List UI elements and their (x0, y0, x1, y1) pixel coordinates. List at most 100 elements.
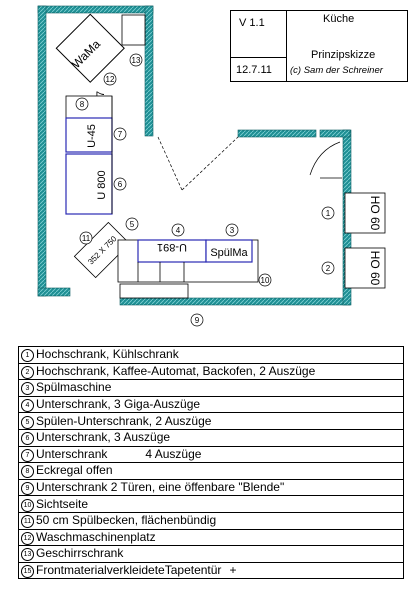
ho60-upper-label: HO 60 (368, 196, 382, 231)
callout-2 (321, 261, 335, 275)
svg-text:3: 3 (230, 226, 235, 235)
callout-7 (113, 127, 127, 141)
svg-text:9: 9 (195, 316, 200, 325)
ho60-lower (344, 247, 386, 289)
u891-label: U-891 (157, 241, 187, 253)
legend-text: Unterschrank (36, 446, 108, 461)
legend-text: Geschirrschrank (36, 546, 124, 561)
legend-number: 4 (21, 399, 34, 413)
callout-4 (171, 223, 185, 237)
drawing-subtitle: Prinzipskizze (311, 49, 376, 61)
svg-text:10: 10 (261, 276, 270, 285)
legend-number: 11 (21, 515, 34, 529)
legend-number: 10 (21, 498, 34, 512)
svg-text:11: 11 (82, 234, 91, 243)
legend-number: 12 (21, 531, 34, 545)
legend-text: Spülmaschine (36, 380, 112, 395)
wall-top (37, 5, 154, 14)
legend-text: 50 cm Spülbecken, flächenbündig (36, 513, 217, 528)
title-block-divider (231, 11, 287, 81)
tall-cabinets (344, 192, 386, 289)
title-block-hline (231, 57, 286, 58)
author-label: (c) Sam der Schreiner (290, 65, 383, 76)
callouts (75, 53, 335, 327)
svg-text:6: 6 (118, 180, 123, 189)
callout-10 (258, 273, 272, 287)
svg-text:5: 5 (130, 220, 135, 229)
legend-number: 2 (21, 365, 34, 379)
ho60-lower-label: HO 60 (368, 251, 382, 286)
u800-cabinet (65, 153, 113, 215)
washing-machine: WaMa (55, 13, 125, 83)
legend-text: Hochschrank, Kaffee-Automat, Backofen, 2… (36, 363, 316, 378)
u45-cabinet (65, 117, 113, 153)
wall-left (37, 5, 47, 297)
svg-text:2: 2 (326, 264, 331, 273)
legend-number: 13 (21, 548, 34, 562)
svg-text:8: 8 (80, 100, 85, 109)
svg-text:7: 7 (118, 130, 123, 139)
callout-12 (103, 72, 117, 86)
u45-label: U-45 (86, 124, 98, 148)
legend-number: 5 (21, 415, 34, 429)
legend-number: 7 (21, 448, 34, 462)
callout-6 (113, 177, 127, 191)
wall-inner-top (237, 129, 317, 138)
legend-text: Sichtseite (36, 496, 89, 511)
callout-numbers: 1 2 3 4 5 6 7 8 9 10 11 12 13 (80, 56, 331, 325)
wall-bottom (119, 297, 351, 306)
wall-bottom-left (37, 287, 71, 297)
callout-9 (190, 313, 204, 327)
svg-text:4: 4 (176, 226, 181, 235)
legend-text: Hochschrank, Kühlschrank (36, 347, 179, 362)
legend-text: Unterschrank, 3 Auszüge (36, 430, 171, 445)
ho60-upper (344, 192, 386, 234)
legend-number: 8 (21, 465, 34, 479)
title-block: V 1.1 12.7.11 Küche Prinzipskizze (c) Sa… (230, 10, 408, 82)
wall-right-upper (144, 5, 154, 137)
callout-5 (125, 217, 139, 231)
svg-text:12: 12 (106, 75, 115, 84)
date-label: 12.7.11 (236, 64, 272, 76)
svg-text:13: 13 (132, 56, 141, 65)
callout-8 (75, 97, 89, 111)
legend-number: 1 (21, 349, 34, 363)
dish-cabinet (121, 14, 146, 46)
wall-corner (319, 129, 351, 138)
legend-text: Eckregal offen (36, 463, 113, 478)
legend-text: Spülen-Unterschrank, 2 Auszüge (36, 413, 212, 428)
version-label: V 1.1 (239, 17, 265, 29)
callout-13 (129, 53, 143, 67)
legend-text: Waschmaschinenplatz (36, 529, 156, 544)
legend-text: Unterschrank 2 Türen, eine öffenbare "Bl… (36, 480, 285, 495)
legend-number: 15 (21, 565, 34, 579)
